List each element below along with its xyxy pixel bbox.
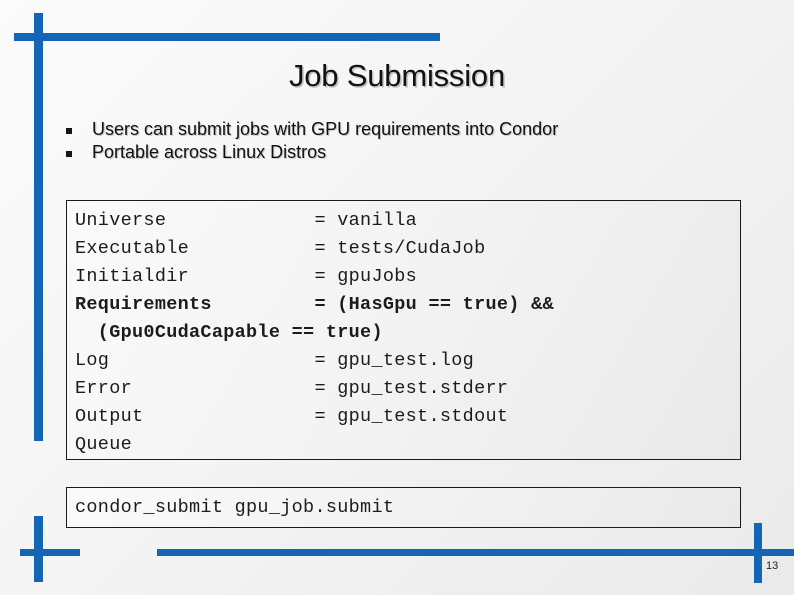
decor-left-vertical-rule <box>34 13 43 441</box>
code-line: Error = gpu_test.stderr <box>75 378 509 399</box>
square-bullet-icon <box>66 118 92 134</box>
decor-bottom-horizontal-rule <box>157 549 794 556</box>
code-line: Requirements = (HasGpu == true) && <box>75 294 554 315</box>
page-number: 13 <box>766 560 779 572</box>
list-item-label: Users can submit jobs with GPU requireme… <box>92 119 559 139</box>
list-item: Users can submit jobs with GPU requireme… <box>66 118 746 141</box>
list-item-label: Portable across Linux Distros <box>92 142 327 162</box>
code-line: Output = gpu_test.stdout <box>75 406 509 427</box>
decor-bottom-left-cross-horizontal <box>20 549 80 556</box>
submit-file-code-block: Universe = vanilla Executable = tests/Cu… <box>66 200 741 460</box>
decor-top-horizontal-rule <box>14 33 440 41</box>
decor-bottom-right-vertical-rule <box>754 523 762 583</box>
list-item: Portable across Linux Distros <box>66 141 746 164</box>
bullet-list: Users can submit jobs with GPU requireme… <box>66 118 746 164</box>
code-line: Log = gpu_test.log <box>75 350 475 371</box>
code-line: Universe = vanilla <box>75 210 418 231</box>
page-title: Job Submission <box>288 58 506 93</box>
command-line: condor_submit gpu_job.submit <box>75 497 395 518</box>
code-line: (Gpu0CudaCapable == true) <box>75 322 383 343</box>
code-line: Queue <box>75 434 133 455</box>
code-line: Initialdir = gpuJobs <box>75 266 418 287</box>
code-line: Executable = tests/CudaJob <box>75 238 486 259</box>
square-bullet-icon <box>66 141 92 157</box>
command-code-block: condor_submit gpu_job.submit <box>66 487 741 528</box>
